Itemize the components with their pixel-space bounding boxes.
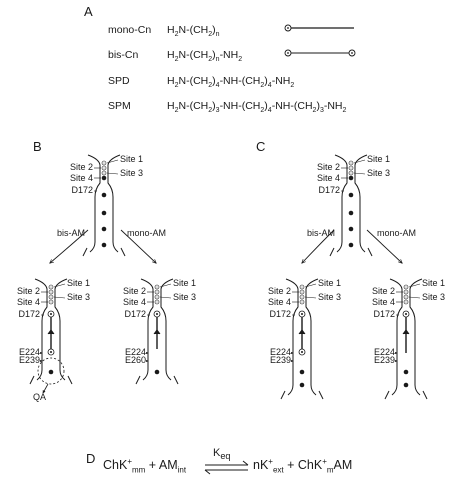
site-1-label: Site 1 [120,154,144,164]
qa-marker [37,357,65,385]
legend-formula: H2N-(CH2)n-NH2 [167,49,243,64]
residue-e260-label: E260 [124,355,146,365]
site-4-label: Site 4 [122,297,146,307]
site-2-label: Site 2 [16,286,40,296]
panel-label-d: D [86,451,96,466]
site-4-label: Site 4 [371,297,395,307]
residue-d172-label: D172 [71,185,93,195]
branch-arrows-c [302,229,402,263]
mono-am-label-c: mono-AM [377,228,417,238]
bis-am-label-b: bis-AM [57,228,86,238]
residue-d172-label: D172 [373,309,395,319]
equation-left: ChK+mm + AMint [103,457,187,475]
legend-formula: H2N-(CH2)4-NH-(CH2)4-NH2 [167,75,295,90]
legend-glyph-bis [284,49,356,57]
residue-d172-label: D172 [269,309,291,319]
bis-am-label-c: bis-AM [307,228,336,238]
site-2-label: Site 2 [122,286,146,296]
site-3-label: Site 3 [367,168,391,178]
legend-glyph-mono [284,24,354,32]
residue-e224-label: E224 [18,347,40,357]
residue-e224-label: E224 [124,347,146,357]
residue-e239-label: E239 [269,355,291,365]
site-1-label: Site 1 [422,278,446,288]
site-3-label: Site 3 [173,292,197,302]
legend-formula: H2N-(CH2)3-NH-(CH2)4-NH-(CH2)3-NH2 [167,100,347,115]
panel-label-b: B [33,139,42,154]
legend-name: bis-Cn [108,49,139,61]
residue-e239-label: E239 [18,355,40,365]
residue-e224-label: E224 [373,347,395,357]
site-4-label: Site 4 [316,173,340,183]
residue-e224-label: E224 [269,347,291,357]
equation-right: nK+ext + ChK+mAM [253,457,353,475]
mono-am-label-b: mono-AM [127,228,167,238]
legend-name: SPD [108,75,130,87]
equilibrium-constant: Keq [213,447,231,462]
site-2-label: Site 2 [371,286,395,296]
pore-c-top [329,154,373,257]
site-3-label: Site 3 [67,292,91,302]
pore-c-bis [280,278,324,400]
site-4-label: Site 4 [267,297,291,307]
residue-d172-label: D172 [18,309,40,319]
site-1-label: Site 1 [173,278,197,288]
site-4-label: Site 4 [16,297,40,307]
site-3-label: Site 3 [120,168,144,178]
residue-d172-label: D172 [318,185,340,195]
pore-b-bis [29,278,73,385]
branch-arrows-b [50,229,156,263]
pore-b-mono [135,278,179,385]
site-2-label: Site 2 [316,162,340,172]
site-1-label: Site 1 [67,278,91,288]
legend-name: mono-Cn [108,24,152,36]
panel-label-c: C [256,139,266,154]
residue-e239-label: E239 [373,355,395,365]
site-2-label: Site 2 [69,162,93,172]
residue-d172-label: D172 [124,309,146,319]
legend-formula: H2N-(CH2)n [167,24,220,39]
site-3-label: Site 3 [318,292,342,302]
site-3-label: Site 3 [422,292,446,302]
pore-c-mono [384,278,428,400]
pore-b-top [82,154,126,257]
equilibrium-arrows [204,460,249,475]
site-1-label: Site 1 [367,154,391,164]
site-2-label: Site 2 [267,286,291,296]
site-4-label: Site 4 [69,173,93,183]
qa-label: QA [33,392,47,402]
panel-label-a: A [84,4,93,19]
site-1-label: Site 1 [318,278,342,288]
legend-name: SPM [108,100,131,112]
